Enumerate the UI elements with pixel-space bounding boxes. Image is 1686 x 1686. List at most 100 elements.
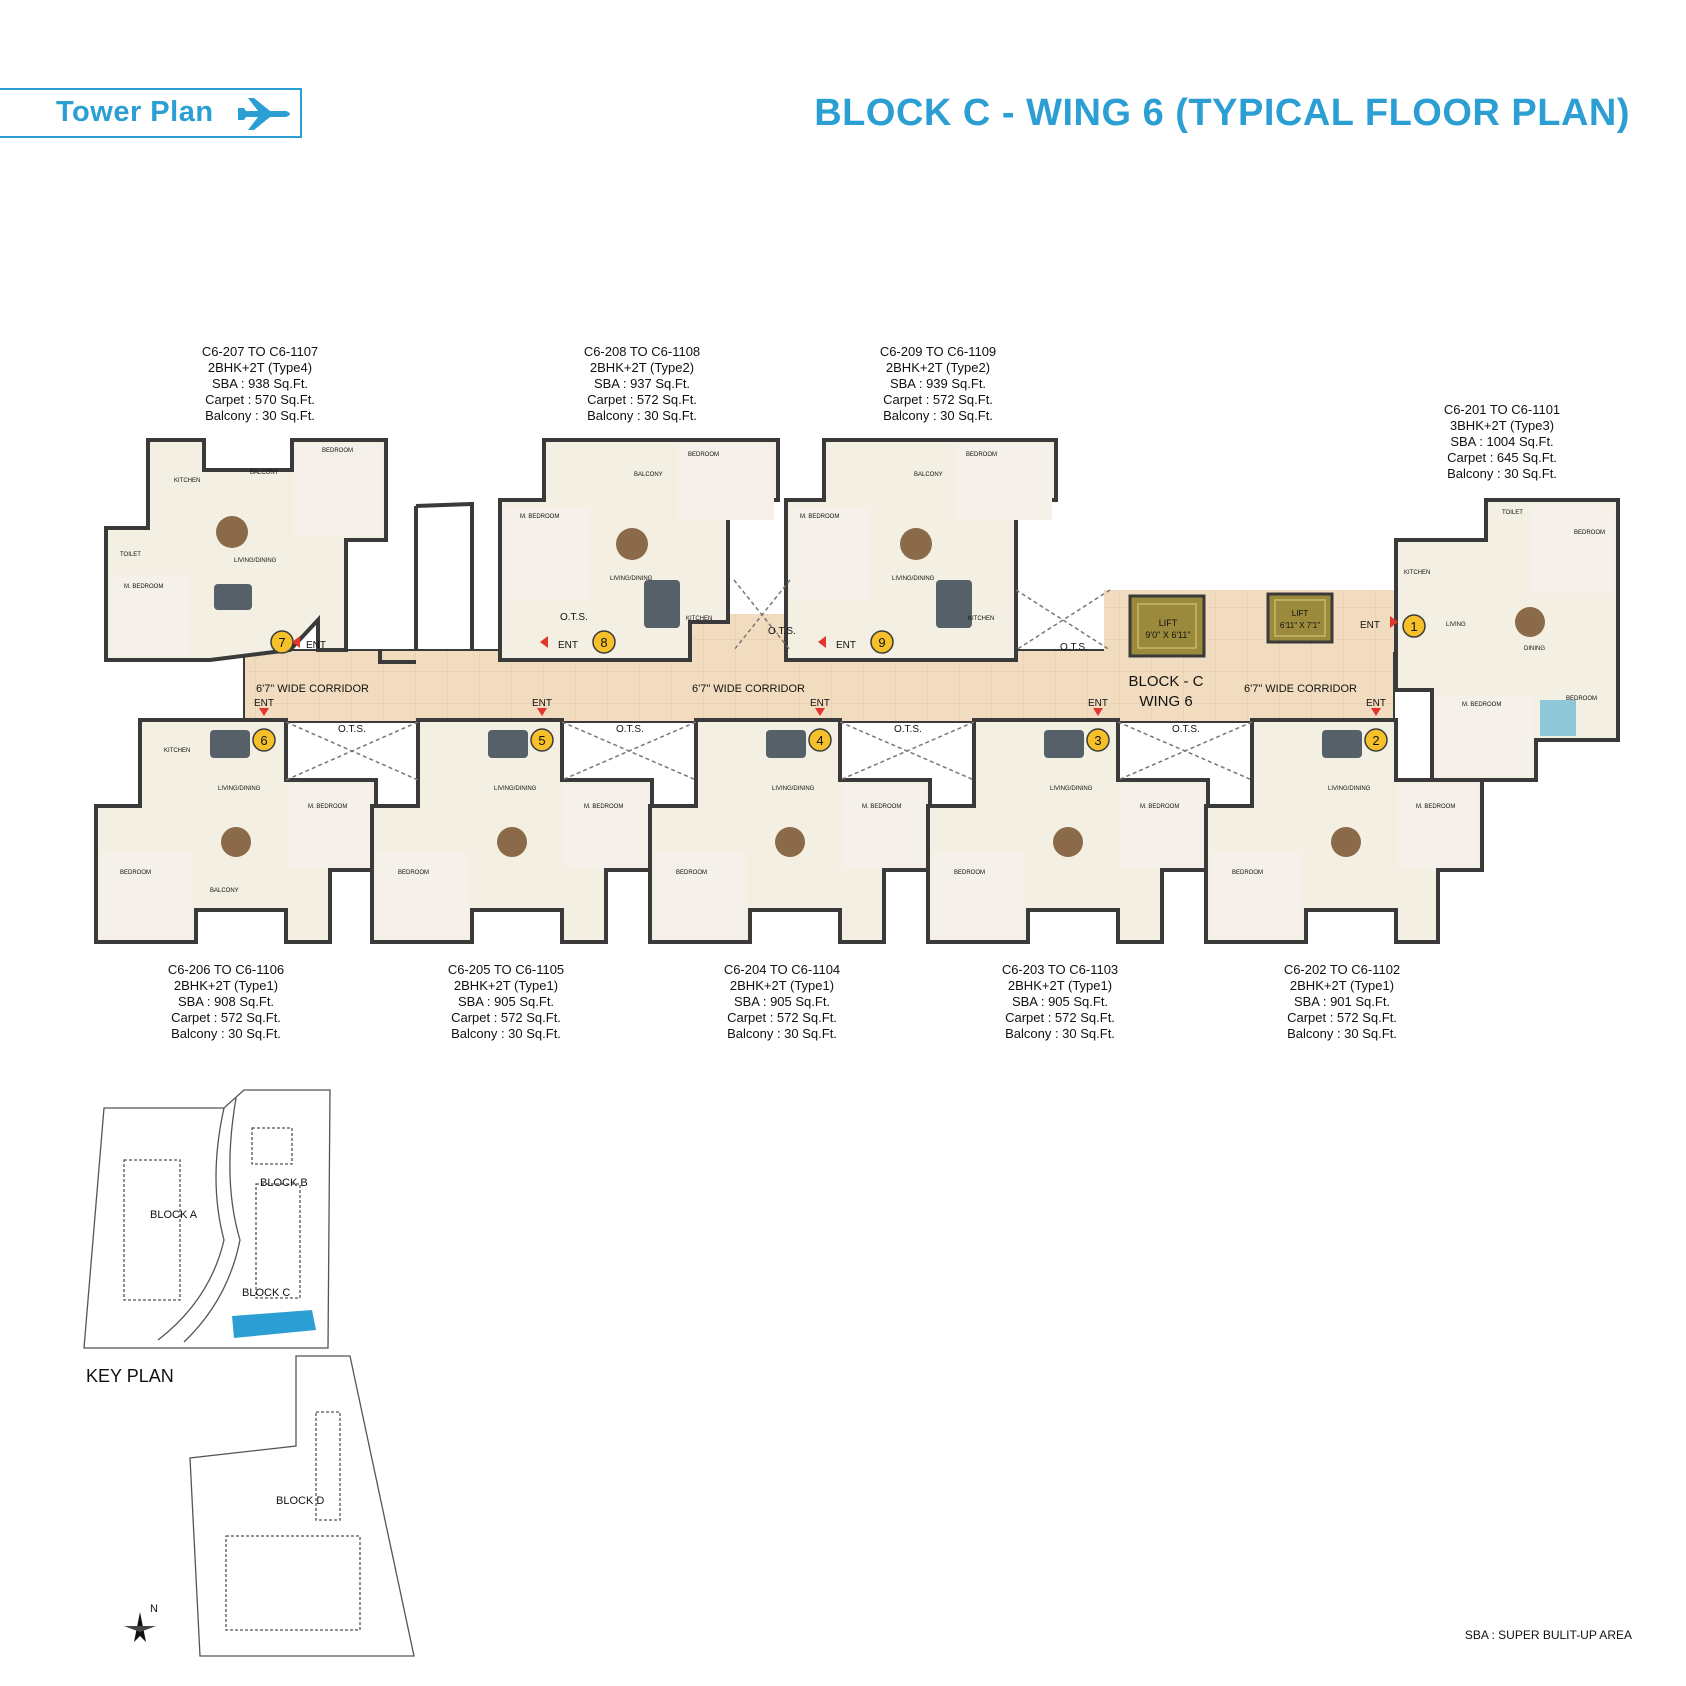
room-label: BEDROOM: [688, 452, 719, 458]
unit-type: 2BHK+2T (Type1): [173, 978, 279, 993]
unit-type: 2BHK+2T (Type1): [1289, 978, 1395, 993]
unit-9-plan: [784, 438, 1058, 662]
unit-range: C6-202 TO C6-1102: [1283, 962, 1401, 977]
wing-label-line1: BLOCK - C: [1128, 673, 1203, 690]
unit-marker-9: 9: [870, 630, 894, 654]
room-label: LIVING/DINING: [1328, 786, 1371, 792]
unit-sba: SBA : 905 Sq.Ft.: [733, 994, 831, 1009]
room-label: KITCHEN: [1404, 570, 1430, 576]
unit-range: C6-207 TO C6-1107: [201, 344, 319, 359]
unit-carpet: Carpet : 645 Sq.Ft.: [1447, 450, 1557, 465]
unit-1-plan: [1394, 498, 1620, 782]
room-label: BEDROOM: [398, 870, 429, 876]
lift-1-size: 9'0" X 6'11": [1145, 630, 1190, 640]
room-label: LIVING/DINING: [610, 576, 653, 582]
unit-range: C6-203 TO C6-1103: [1001, 962, 1119, 977]
room-label: BALCONY: [250, 470, 279, 476]
key-plan-label: KEY PLAN: [86, 1366, 174, 1386]
key-plan-block-c: BLOCK C: [242, 1287, 290, 1299]
room-label: M. BEDROOM: [308, 804, 347, 810]
lift-1-label: LIFT: [1159, 618, 1178, 628]
unit-type: 2BHK+2T (Type2): [589, 360, 695, 375]
unit-marker-1: 1: [1402, 614, 1426, 638]
key-plan: [83, 1089, 415, 1657]
unit-3-plan: [926, 718, 1210, 944]
room-label: BEDROOM: [966, 452, 997, 458]
tower-plan-tag: Tower Plan: [0, 88, 302, 138]
lift-2-size: 6'11" X 7'1": [1280, 621, 1320, 630]
unit-sba: SBA : 901 Sq.Ft.: [1293, 994, 1391, 1009]
unit-carpet: Carpet : 572 Sq.Ft.: [171, 1010, 281, 1025]
unit-type: 2BHK+2T (Type4): [207, 360, 313, 375]
ots-label: O.T.S.: [768, 626, 796, 637]
unit-marker-8-text: 8: [600, 635, 607, 650]
unit-sba: SBA : 939 Sq.Ft.: [889, 376, 987, 391]
room-label: M. BEDROOM: [124, 584, 163, 590]
unit-carpet: Carpet : 572 Sq.Ft.: [727, 1010, 837, 1025]
room-label: BEDROOM: [322, 448, 353, 454]
unit-6-plan: [94, 718, 378, 944]
key-plan-block-d: BLOCK D: [276, 1495, 324, 1507]
entry-arrows: [259, 616, 1398, 716]
lift-2: [1266, 592, 1334, 644]
ots-label: O.T.S.: [894, 724, 922, 735]
page-title: BLOCK C - WING 6 (TYPICAL FLOOR PLAN): [814, 92, 1630, 134]
key-plan-block-b: BLOCK B: [260, 1177, 308, 1189]
ots-label: O.T.S.: [1060, 642, 1088, 653]
unit-balcony: Balcony : 30 Sq.Ft.: [883, 408, 993, 423]
unit-info-9: C6-209 TO C6-1109 2BHK+2T (Type2) SBA : …: [868, 344, 1008, 424]
room-label: TOILET: [1502, 510, 1523, 516]
unit-info-4: C6-204 TO C6-1104 2BHK+2T (Type1) SBA : …: [712, 962, 852, 1042]
corridor-label-left: 6'7" WIDE CORRIDOR: [256, 683, 369, 695]
corridor-label-center: 6'7" WIDE CORRIDOR: [692, 683, 805, 695]
unit-range: C6-201 TO C6-1101: [1443, 402, 1561, 417]
unit-balcony: Balcony : 30 Sq.Ft.: [1447, 466, 1557, 481]
unit-marker-6: 6: [252, 728, 276, 752]
room-label: M. BEDROOM: [1140, 804, 1179, 810]
ots-label: O.T.S.: [560, 612, 588, 623]
unit-4-plan: [648, 718, 932, 944]
unit-8-plan: [498, 438, 780, 662]
unit-marker-2-text: 2: [1372, 733, 1379, 748]
unit-2-plan: [1204, 718, 1484, 944]
unit-sba: SBA : 908 Sq.Ft.: [177, 994, 275, 1009]
room-label: BEDROOM: [954, 870, 985, 876]
airplane-icon: [238, 98, 290, 130]
unit-7-plan: [104, 438, 388, 662]
unit-type: 2BHK+2T (Type1): [453, 978, 559, 993]
unit-type: 2BHK+2T (Type1): [1007, 978, 1113, 993]
ent-label: ENT: [1360, 620, 1380, 631]
unit-sba: SBA : 937 Sq.Ft.: [593, 376, 691, 391]
unit-info-8: C6-208 TO C6-1108 2BHK+2T (Type2) SBA : …: [572, 344, 712, 424]
unit-sba: SBA : 905 Sq.Ft.: [457, 994, 555, 1009]
ent-label: ENT: [810, 698, 830, 709]
unit-info-6: C6-206 TO C6-1106 2BHK+2T (Type1) SBA : …: [156, 962, 296, 1042]
sba-footnote: SBA : SUPER BULIT-UP AREA: [1464, 1628, 1632, 1642]
room-label: BEDROOM: [1566, 696, 1597, 702]
unit-marker-3-text: 3: [1094, 733, 1101, 748]
room-label: LIVING/DINING: [892, 576, 935, 582]
unit-info-7: C6-207 TO C6-1107 2BHK+2T (Type4) SBA : …: [190, 344, 330, 424]
unit-balcony: Balcony : 30 Sq.Ft.: [1287, 1026, 1397, 1041]
room-label: KITCHEN: [174, 478, 200, 484]
room-label: BEDROOM: [120, 870, 151, 876]
lift-2-label: LIFT: [1292, 609, 1309, 618]
room-label: LIVING/DINING: [234, 558, 277, 564]
unit-marker-8: 8: [592, 630, 616, 654]
room-label: M. BEDROOM: [520, 514, 559, 520]
unit-sba: SBA : 938 Sq.Ft.: [211, 376, 309, 391]
room-label: LIVING/DINING: [1050, 786, 1093, 792]
room-label: M. BEDROOM: [1416, 804, 1455, 810]
stair-shaft: [378, 501, 474, 664]
unit-type: 2BHK+2T (Type1): [729, 978, 835, 993]
unit-info-1: C6-201 TO C6-1101 3BHK+2T (Type3) SBA : …: [1432, 402, 1572, 482]
unit-balcony: Balcony : 30 Sq.Ft.: [1005, 1026, 1115, 1041]
north-label: N: [150, 1603, 158, 1615]
room-label: M. BEDROOM: [1462, 702, 1501, 708]
room-label: DINING: [1524, 646, 1545, 652]
corridor-label-right: 6'7" WIDE CORRIDOR: [1244, 683, 1357, 695]
lift-1: [1128, 594, 1206, 658]
unit-info-3: C6-203 TO C6-1103 2BHK+2T (Type1) SBA : …: [990, 962, 1130, 1042]
room-label: M. BEDROOM: [862, 804, 901, 810]
